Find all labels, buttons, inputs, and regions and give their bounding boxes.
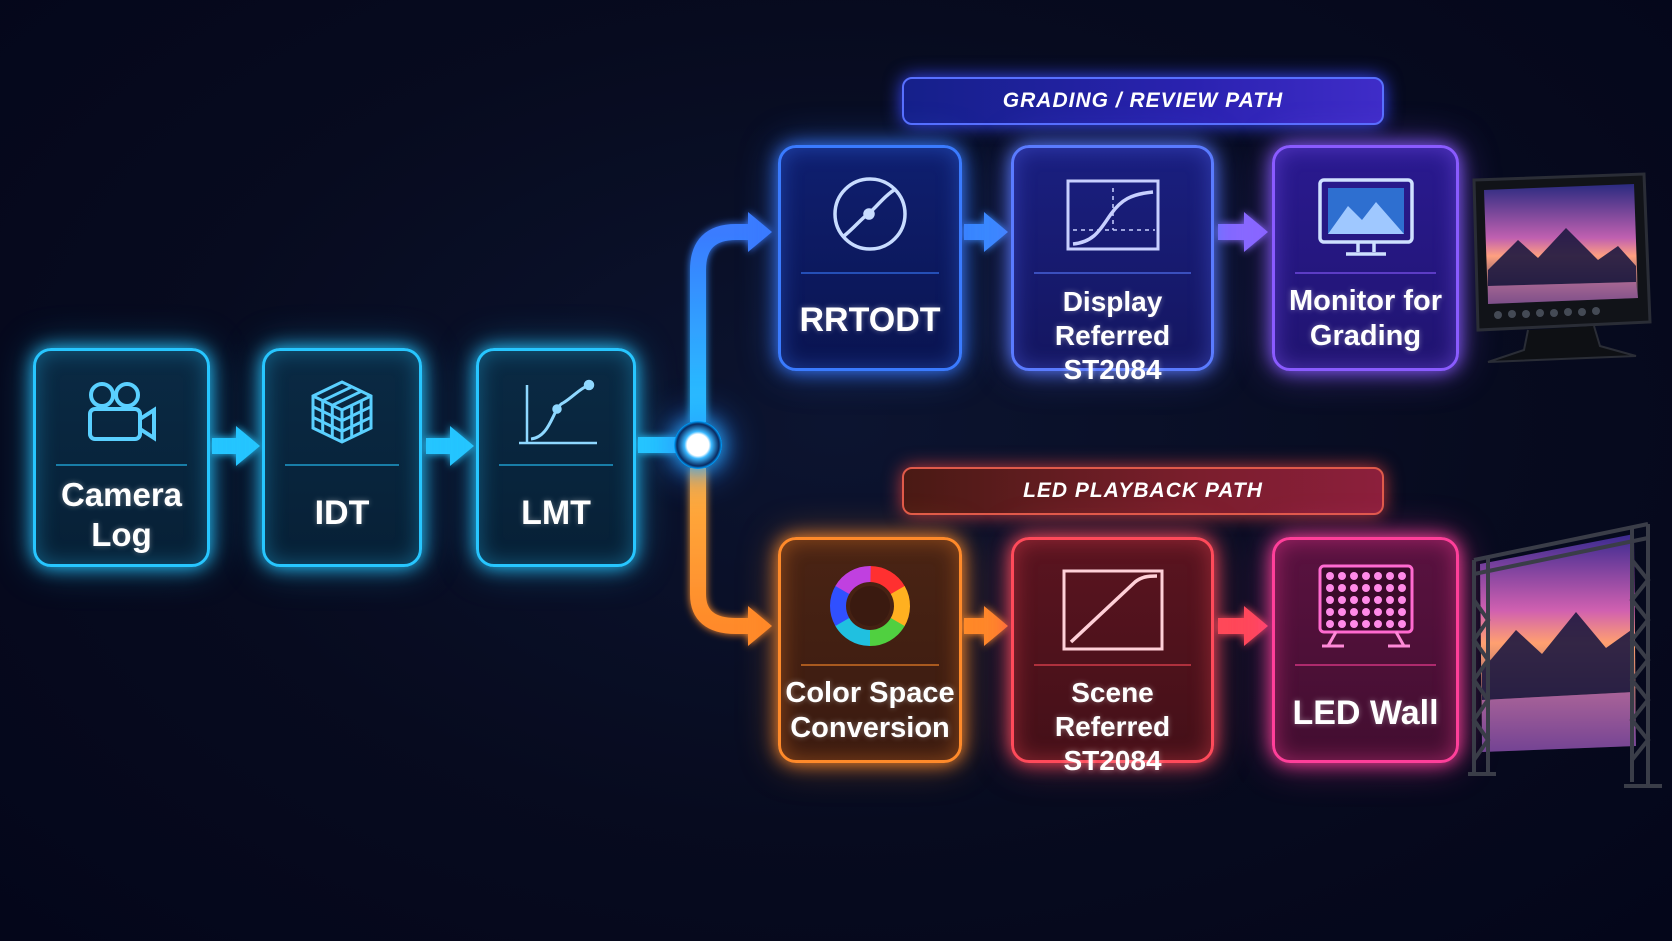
- led-dot: [1349, 596, 1358, 604]
- monitor-node: Monitor for Grading: [1272, 145, 1459, 371]
- led-dot: [1385, 596, 1394, 604]
- arrowhead-scene-led: [1244, 606, 1268, 646]
- led-dot: [1337, 572, 1346, 580]
- circle-curve-icon: [781, 174, 959, 254]
- led-dot: [1373, 584, 1382, 592]
- led-wall-label: LED Wall: [1292, 694, 1439, 732]
- camera-log-node: Camera Log: [33, 348, 210, 567]
- led-dot: [1373, 608, 1382, 616]
- led-wall-node: LED Wall: [1272, 537, 1459, 763]
- arrowhead-color-scene: [984, 606, 1008, 646]
- led-dot: [1349, 584, 1358, 592]
- led-dot: [1397, 572, 1406, 580]
- led-dot: [1361, 572, 1370, 580]
- arrow-split-led: [690, 468, 752, 634]
- scene-referred-divider: [1034, 664, 1191, 666]
- led-dot: [1361, 584, 1370, 592]
- camera-log-divider: [56, 464, 187, 466]
- arrowhead-split-grading: [748, 212, 772, 252]
- led-dot: [1385, 608, 1394, 616]
- grading-path-banner: GRADING / REVIEW PATH: [902, 77, 1384, 125]
- led-dot: [1397, 596, 1406, 604]
- led-dot: [1385, 584, 1394, 592]
- monitor-icon: [1275, 176, 1456, 260]
- led-dot: [1385, 572, 1394, 580]
- idt-node: IDT: [262, 348, 422, 567]
- led-dot: [1373, 596, 1382, 604]
- led-dot: [1349, 608, 1358, 616]
- led-dot: [1325, 596, 1334, 604]
- display-referred-node: Display Referred ST2084: [1011, 145, 1214, 385]
- led-wall-divider: [1295, 664, 1436, 666]
- rrtodt-node: RRTODT: [778, 145, 962, 371]
- cube-lut-icon: [265, 377, 419, 447]
- split-junction: [674, 421, 722, 469]
- led-dot: [1373, 620, 1382, 628]
- rrtodt-label: RRTODT: [799, 301, 941, 339]
- led-dot: [1325, 608, 1334, 616]
- scene-referred-node: Scene Referred ST2084: [1011, 537, 1214, 776]
- led-dot: [1361, 596, 1370, 604]
- grading-monitor-illustration: [1472, 172, 1652, 363]
- led-dot: [1337, 608, 1346, 616]
- s-curve-graph-icon: [1014, 178, 1211, 252]
- video-camera-icon: [36, 379, 207, 445]
- led-dot: [1325, 572, 1334, 580]
- led-dot: [1337, 620, 1346, 628]
- color-wheel-icon: [781, 564, 959, 648]
- idt-label: IDT: [314, 494, 370, 532]
- arrow-split-grading: [690, 224, 752, 422]
- monitor-label: Monitor for Grading: [1288, 285, 1442, 353]
- led-dot: [1397, 608, 1406, 616]
- led-dot: [1349, 572, 1358, 580]
- led-dot: [1325, 620, 1334, 628]
- led-dot: [1373, 572, 1382, 580]
- led-dot: [1361, 620, 1370, 628]
- display-referred-label: Display Referred ST2084: [1054, 286, 1171, 386]
- led-path-banner: LED PLAYBACK PATH: [902, 467, 1384, 515]
- led-dot: [1325, 584, 1334, 592]
- arrowhead-rrtodt-display: [984, 212, 1008, 252]
- lmt-node: LMT: [476, 348, 636, 567]
- camera-log-label: Camera Log: [60, 476, 183, 554]
- led-panel-icon: [1275, 562, 1456, 650]
- color-space-node: Color Space Conversion: [778, 537, 962, 763]
- monitor-divider: [1295, 272, 1436, 274]
- led-wall-illustration: [1468, 522, 1662, 788]
- led-dot: [1337, 584, 1346, 592]
- arrowhead-split-led: [748, 606, 772, 646]
- led-dot: [1397, 620, 1406, 628]
- color-space-label: Color Space Conversion: [785, 677, 955, 745]
- scene-referred-label: Scene Referred ST2084: [1054, 677, 1171, 777]
- arrowhead-camera-idt: [236, 426, 260, 466]
- led-dot: [1361, 608, 1370, 616]
- led-dot: [1397, 584, 1406, 592]
- arrowhead-display-monitor: [1244, 212, 1268, 252]
- idt-divider: [285, 464, 399, 466]
- display-referred-divider: [1034, 272, 1191, 274]
- tone-curve-icon: [479, 377, 633, 447]
- lmt-label: LMT: [521, 494, 591, 532]
- color-space-divider: [801, 664, 939, 666]
- lmt-divider: [499, 464, 613, 466]
- linear-curve-graph-icon: [1014, 568, 1211, 652]
- arrowhead-idt-lmt: [450, 426, 474, 466]
- led-dot: [1385, 620, 1394, 628]
- led-dot: [1349, 620, 1358, 628]
- rrtodt-divider: [801, 272, 939, 274]
- led-dot: [1337, 596, 1346, 604]
